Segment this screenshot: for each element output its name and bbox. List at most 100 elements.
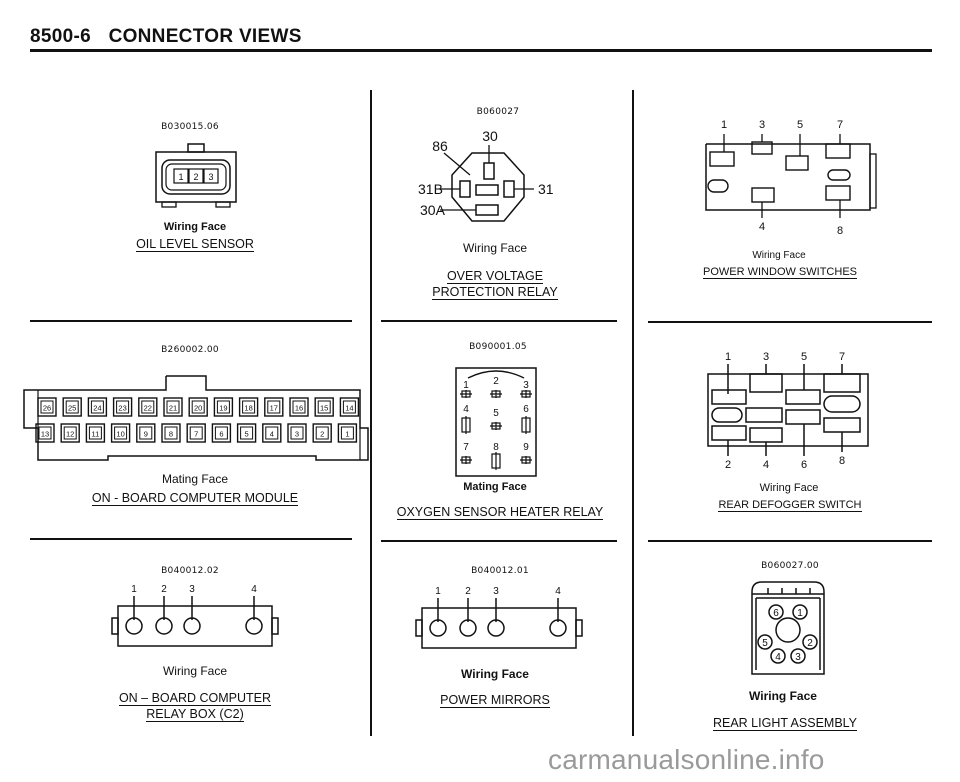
- pin-cell: 11: [85, 423, 106, 443]
- pin-cell: 25: [62, 397, 82, 417]
- pin-label: 17: [270, 404, 278, 413]
- pin-label: 3: [493, 586, 499, 597]
- pin-label: 6: [801, 459, 807, 471]
- pin-label: 4: [763, 459, 769, 471]
- pin-cell: 26: [37, 397, 57, 417]
- column-divider-left: [370, 90, 372, 736]
- pin-label: 7: [837, 119, 843, 131]
- pin-label: 3: [523, 380, 529, 391]
- face-label: Wiring Face: [759, 482, 819, 494]
- pin-label: 8: [839, 455, 845, 467]
- pin-label: 3: [208, 172, 213, 182]
- face-label: Mating Face: [463, 481, 527, 493]
- pin-label: 24: [93, 404, 101, 413]
- connector-title: POWER MIRRORS: [440, 693, 550, 708]
- pin-label: 7: [463, 442, 469, 453]
- pin-label: 5: [797, 119, 803, 131]
- power-window-connector-drawing: 1 3 5 7 4 8: [705, 119, 877, 237]
- pin-cell: 5: [236, 423, 257, 443]
- pin-label: 1: [463, 380, 469, 391]
- pin-label: 6: [773, 608, 779, 619]
- face-label: Mating Face: [161, 472, 229, 486]
- pin-label: 4: [251, 584, 257, 595]
- pin-label: 26: [43, 404, 51, 413]
- column-divider-right: [632, 90, 634, 736]
- pin-label: 6: [523, 404, 529, 415]
- pin-label: 31B: [418, 181, 443, 197]
- pin-label: 21: [169, 404, 177, 413]
- pin-label: 14: [345, 404, 353, 413]
- pin-cell: 13: [35, 423, 55, 443]
- face-label: Wiring Face: [749, 689, 817, 703]
- power-mirrors-connector-drawing: 1 2 3 4: [415, 586, 583, 649]
- pin-label: 3: [295, 430, 299, 439]
- pin-label: 8: [169, 430, 173, 439]
- connector-title: REAR DEFOGGER SWITCH: [718, 499, 862, 512]
- pin-cell: 2: [312, 423, 332, 443]
- row-separator: [381, 320, 617, 322]
- pin-cell: 12: [60, 423, 80, 443]
- connector-title: OIL LEVEL SENSOR: [136, 237, 254, 252]
- rear-light-connector-drawing: 6 1 5 2 4 3: [751, 581, 825, 675]
- pin-cell: 18: [238, 397, 259, 417]
- face-label: Wiring Face: [162, 664, 227, 678]
- pin-label: 1: [725, 351, 731, 363]
- connector-title: OXYGEN SENSOR HEATER RELAY: [396, 505, 604, 520]
- pin-cell: 19: [213, 397, 234, 417]
- pin-cell: 15: [314, 397, 334, 417]
- watermark: carmanualsonline.info: [548, 744, 825, 775]
- pin-label: 1: [435, 586, 441, 597]
- pin-cell: 1: [337, 423, 358, 443]
- pin-label: 2: [465, 586, 471, 597]
- pin-label: 9: [523, 442, 529, 453]
- connector-title: POWER WINDOW SWITCHES: [703, 266, 857, 279]
- row-separator: [648, 321, 932, 323]
- rear-defogger-connector-drawing: 1 3 5 7 2 4 6 8: [707, 351, 869, 471]
- oil-level-connector-drawing: 1 2 3: [155, 143, 237, 208]
- pin-label: 30A: [420, 202, 446, 218]
- over-voltage-connector-drawing: 30 86 31B 31 30A: [418, 128, 554, 222]
- page-header: 8500-6 CONNECTOR VIEWS: [30, 26, 302, 48]
- pin-label: 5: [762, 638, 768, 649]
- pin-label: 1: [345, 430, 349, 439]
- header-rule: [30, 49, 932, 52]
- pin-label: 11: [92, 430, 100, 439]
- pin-label: 86: [432, 138, 448, 154]
- pin-cell: 14: [339, 397, 360, 417]
- pin-label: 19: [219, 404, 227, 413]
- pin-label: 18: [244, 404, 252, 413]
- pin-cell: 17: [264, 397, 284, 417]
- pin-label: 4: [759, 221, 765, 233]
- pin-label: 8: [493, 442, 499, 453]
- part-code: B030015.06: [161, 122, 219, 132]
- pin-cell: 16: [289, 397, 309, 417]
- part-code: B090001.05: [469, 342, 527, 352]
- connector-title: REAR LIGHT ASSEMBLY: [712, 716, 858, 731]
- pin-cell: 3: [287, 423, 307, 443]
- page-title: CONNECTOR VIEWS: [108, 26, 302, 47]
- pin-label: 2: [807, 638, 813, 649]
- pin-cell: 7: [186, 423, 206, 443]
- relay-box-connector-drawing: 1 2 3 4: [111, 584, 279, 647]
- part-code: B060027.00: [761, 561, 819, 571]
- pin-label: 15: [320, 404, 328, 413]
- pin-label: 31: [538, 181, 554, 197]
- face-label: Wiring Face: [462, 241, 527, 255]
- pin-cell: 23: [112, 397, 133, 417]
- pin-label: 13: [41, 430, 49, 439]
- pin-label: 23: [118, 404, 126, 413]
- pin-label: 2: [320, 430, 324, 439]
- pin-cell: 9: [136, 423, 156, 443]
- pin-label: 2: [193, 172, 198, 182]
- pin-label: 5: [245, 430, 249, 439]
- row-separator: [648, 540, 932, 542]
- face-label: Wiring Face: [461, 667, 529, 681]
- pin-label: 7: [839, 351, 845, 363]
- pin-label: 3: [189, 584, 195, 595]
- pin-label: 3: [763, 351, 769, 363]
- pin-label: 2: [493, 376, 499, 387]
- face-label: Wiring Face: [163, 221, 227, 233]
- section-number: 8500-6: [30, 26, 91, 47]
- row-separator: [30, 320, 352, 322]
